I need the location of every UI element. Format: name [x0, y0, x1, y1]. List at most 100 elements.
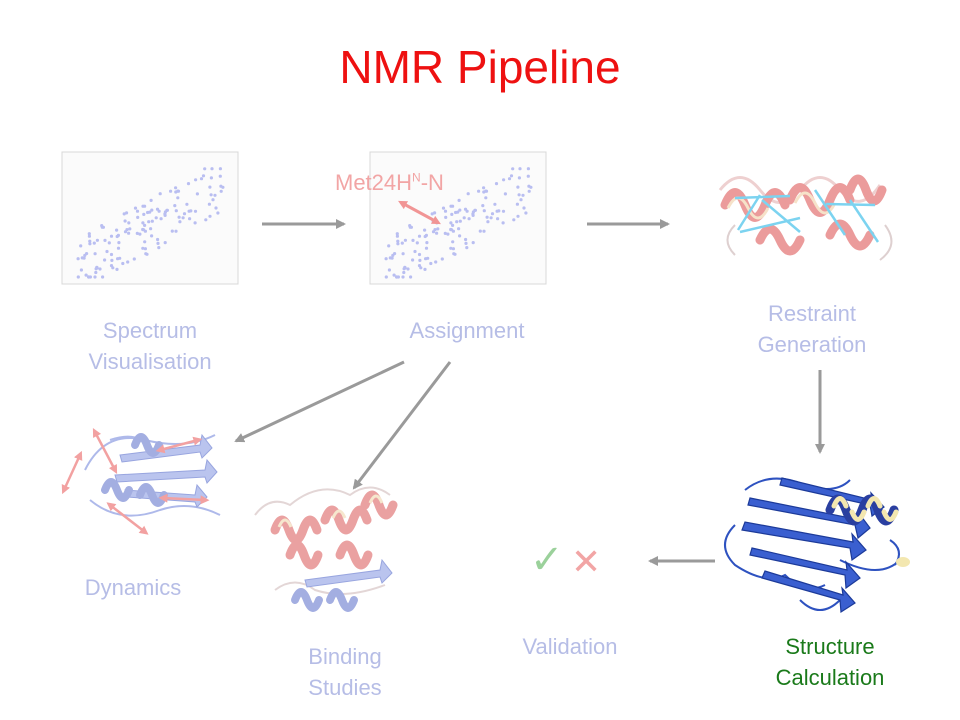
spectrum-peak [195, 192, 199, 196]
spectrum-peak [424, 233, 428, 237]
spectrum-peak [440, 257, 444, 261]
spectrum-peak [486, 220, 490, 224]
spectrum-peak [163, 241, 167, 245]
spectrum-peak [449, 246, 453, 250]
spectrum-peak [117, 241, 121, 245]
spectrum-peak [482, 209, 486, 213]
spectrum-peak [100, 224, 104, 228]
spectrum-peak [471, 241, 475, 245]
assignment-tag: Met24HN-N [335, 170, 444, 195]
spectrum-peak [411, 238, 415, 242]
spectrum-peak [93, 275, 97, 279]
cross-icon: ✕ [571, 541, 602, 582]
spectrum-peak [174, 229, 178, 233]
spectrum-peak [185, 202, 189, 206]
spectrum-peak [193, 221, 197, 225]
spectrum-peak [493, 202, 497, 206]
spectrum-peak [464, 241, 468, 245]
spectrum-peak [142, 212, 146, 216]
spectrum-peak [143, 223, 147, 227]
spectrum-peak [425, 241, 429, 245]
spectrum-peak [218, 174, 222, 178]
spectrum-peak [444, 215, 448, 219]
spectrum-peak [433, 211, 437, 215]
spectrum-peak [464, 237, 468, 242]
spectrum-peak [116, 246, 121, 250]
spectrum-peak [76, 275, 80, 279]
spectrum-peak [211, 198, 215, 202]
spectrum-peak [443, 209, 448, 213]
spectrum-peak [450, 212, 454, 216]
spectrum-peak [446, 232, 450, 236]
stage-label-restraint: Restraint Generation [757, 301, 867, 357]
spectrum-peak [163, 213, 167, 217]
spectrum-peak [143, 240, 147, 244]
spectrum-peak [526, 167, 531, 171]
spectrum-peak [173, 204, 177, 208]
spectrum-peak [194, 178, 198, 182]
spectrum-peak [449, 221, 453, 225]
spectrum-peak [524, 211, 528, 215]
spectrum-peak [415, 241, 419, 245]
spectrum-peak [501, 209, 506, 213]
spectrum-peak [209, 176, 213, 180]
spectrum-peak [518, 167, 522, 171]
spectrum-peak [384, 275, 388, 279]
spectrum-peak [143, 247, 147, 251]
spectrum-peak [123, 219, 127, 223]
spectrum-peak [471, 213, 475, 217]
stage-label-binding: Binding Studies [308, 644, 382, 700]
spectrum-peak [515, 202, 520, 206]
spectrum-peak [115, 267, 119, 271]
spectrum-peak [401, 252, 405, 256]
arrow-assignment-to-binding [352, 361, 452, 490]
spectrum-peak [477, 189, 481, 193]
spectrum-peak [135, 231, 139, 235]
spectrum-peak [455, 220, 459, 224]
binding-protein [254, 486, 398, 612]
spectrum-peak [519, 198, 523, 202]
spectrum-peak [150, 234, 154, 238]
stage-label-structure: Structure Calculation [775, 634, 885, 690]
spectrum-peak [218, 167, 222, 171]
spectrum-peak [174, 190, 178, 194]
spectrum-peak [433, 228, 437, 232]
spectrum-peak [98, 267, 102, 271]
spectrum-peak [157, 246, 161, 250]
spectrum-peak [154, 216, 158, 220]
spectrum-peak [482, 186, 486, 190]
stage-label-validation: Validation [522, 634, 618, 659]
spectrum-peak [396, 239, 400, 243]
spectrum-peak [463, 207, 468, 211]
spectrum-peak [392, 273, 396, 277]
spectrum-peak [84, 273, 88, 277]
check-icon: ✓ [530, 538, 564, 582]
spectrum-peak [141, 246, 145, 250]
spectrum-peak [138, 232, 142, 236]
spectrum-peak [434, 260, 438, 264]
spectrum-peak [174, 186, 178, 190]
spectrum-peak [517, 193, 521, 197]
spectrum-peak [80, 256, 84, 260]
spectrum-peak [449, 204, 453, 208]
spectrum-peak [496, 217, 500, 221]
spectrum-peak [485, 215, 489, 219]
spectrum-peak [107, 241, 111, 245]
spectrum-peak [187, 209, 191, 213]
spectrum-peak [527, 189, 531, 193]
spectrum-peak [526, 174, 530, 178]
spectrum-peak [517, 176, 522, 180]
spectrum-peak [482, 190, 486, 194]
spectrum-peak [512, 218, 516, 222]
spectrum-peak [511, 167, 515, 171]
spectrum-peak [216, 211, 220, 215]
spectrum-peak [176, 189, 181, 193]
spectrum-peak [403, 238, 407, 242]
spectrum-peak [208, 214, 212, 218]
spectrum-peak [121, 261, 125, 266]
spectrum-peak [87, 232, 91, 236]
spectrum-peak [494, 182, 499, 186]
spectrum-peak [402, 270, 406, 275]
spectrum-peak [105, 249, 109, 254]
spectrum-peak [186, 182, 191, 186]
